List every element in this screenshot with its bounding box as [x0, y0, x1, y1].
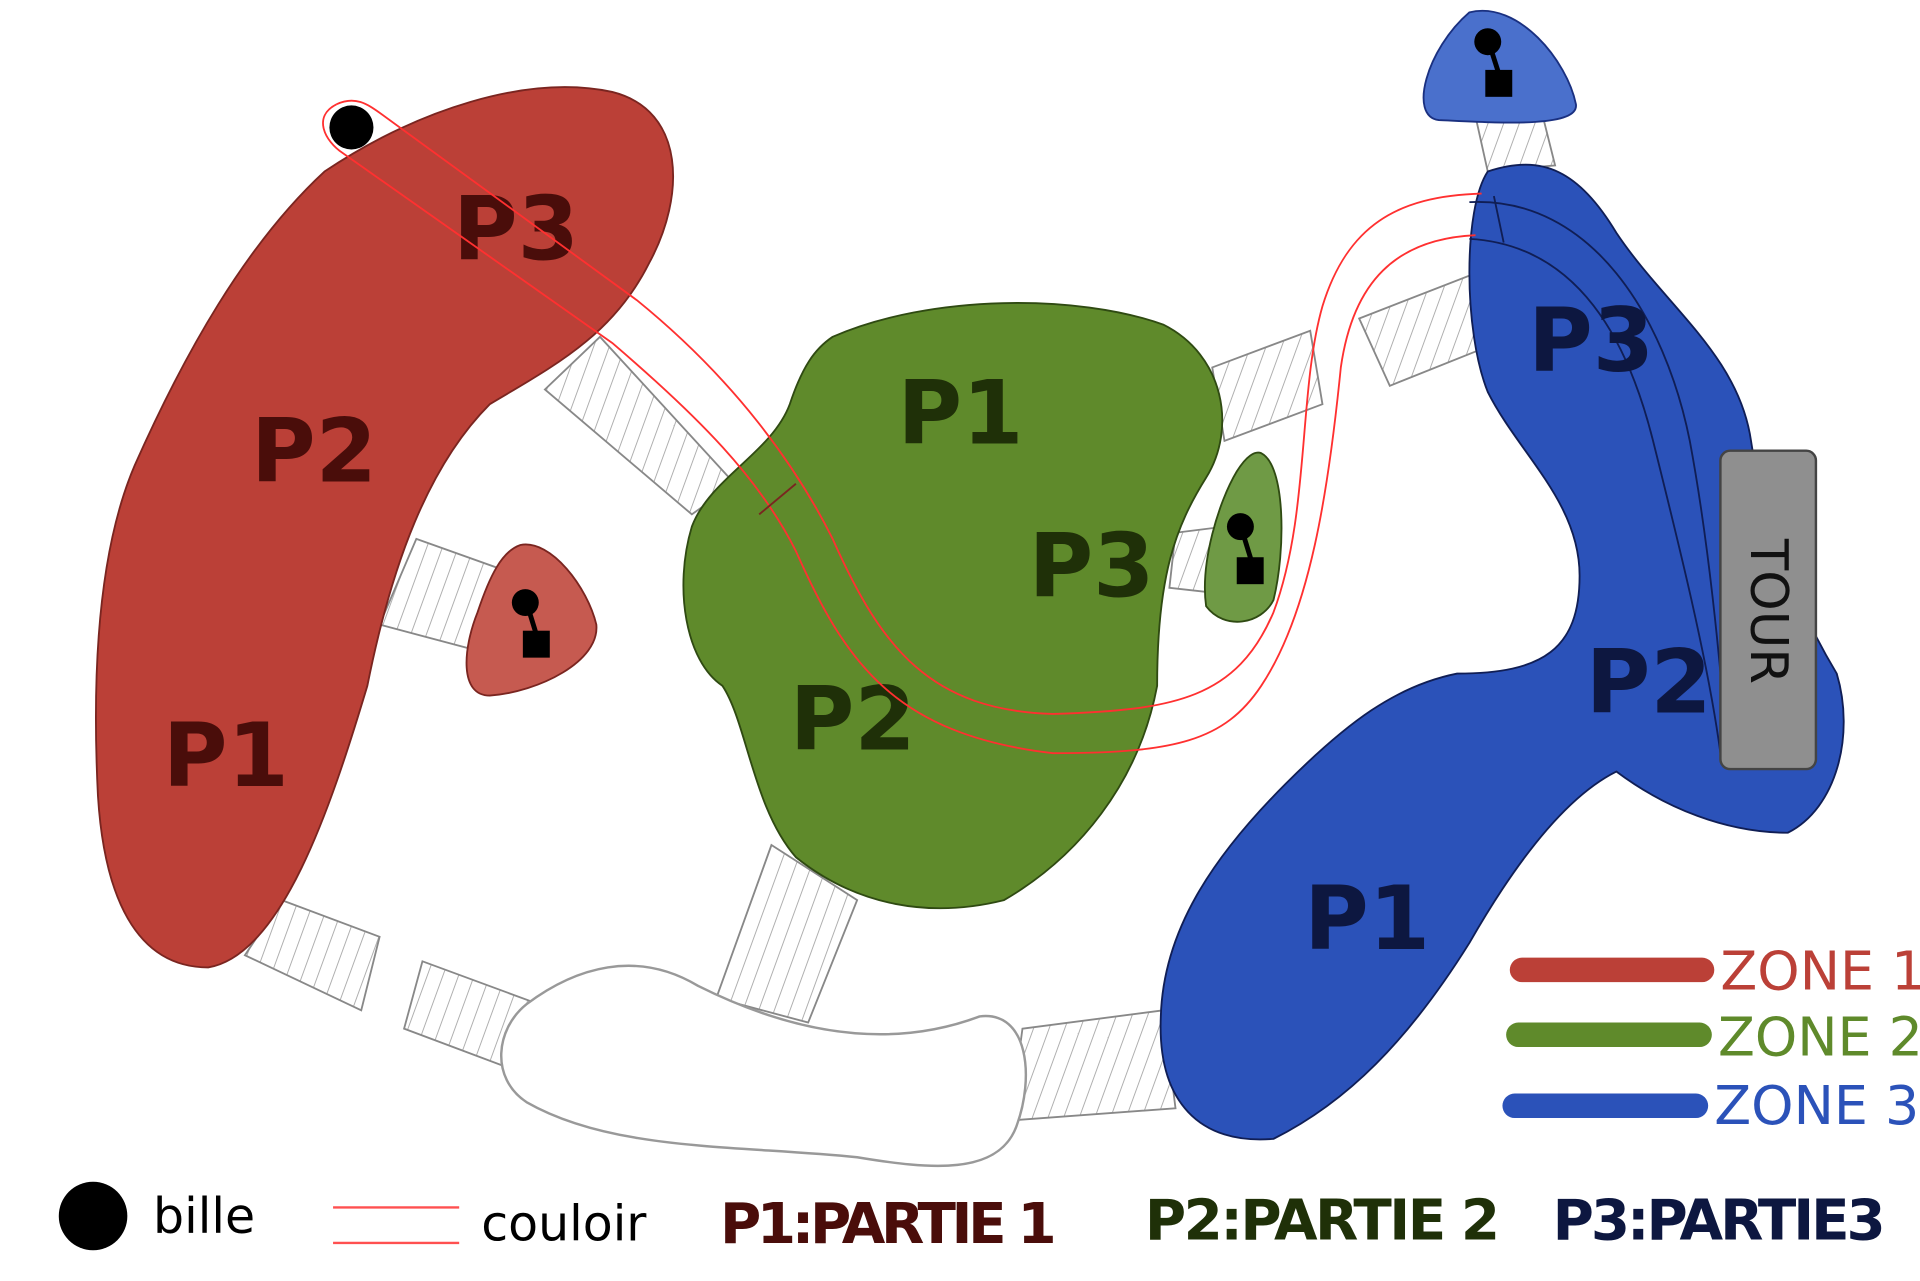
corridor-edge — [322, 103, 1476, 755]
zone-1-p2-label: P2 — [251, 399, 377, 502]
corridor-edge — [336, 99, 1482, 715]
zone-3: TOUR P3 P2 P1 — [1159, 9, 1845, 1141]
legend-p1-label: P1:PARTIE 1 — [720, 1192, 1057, 1257]
ball-icon — [58, 1181, 128, 1251]
zone-2-area — [682, 302, 1224, 910]
zone-3-p1-label: P1 — [1304, 867, 1430, 970]
zone-3-inner-line — [1469, 201, 1728, 748]
ball-icon — [329, 105, 374, 150]
zone-3-hub — [1422, 9, 1577, 124]
zone-1-p3-label: P3 — [453, 178, 579, 281]
tower-label: TOUR — [1738, 538, 1798, 684]
bridge — [1474, 115, 1557, 173]
neutral-zone — [500, 964, 1028, 1168]
legend-p2-label: P2:PARTIE 2 — [1145, 1188, 1500, 1253]
zone-1-area — [94, 86, 674, 969]
zone-3-p3-label: P3 — [1528, 289, 1654, 392]
tower — [1719, 449, 1818, 771]
zone-2: P1 P3 P2 — [682, 302, 1283, 910]
joystick-icon — [1474, 28, 1513, 97]
zone-3-inner-line — [1469, 237, 1722, 754]
legend-p3-label: P3:PARTIE3 — [1553, 1188, 1886, 1253]
legend-corridor-label: couloir — [481, 1196, 647, 1253]
zone-2-p1-label: P1 — [898, 361, 1024, 464]
corridor — [322, 99, 1505, 755]
zone-2-p2-label: P2 — [790, 667, 916, 770]
legend-ball-label: bille — [153, 1188, 255, 1245]
bridges — [243, 115, 1557, 1122]
bridge — [715, 843, 859, 1024]
zone-1: P3 P2 P1 — [94, 86, 674, 969]
joystick-icon — [511, 589, 550, 658]
zone-2-legend-label: ZONE 2 — [1718, 1006, 1920, 1069]
bridge — [1357, 274, 1483, 387]
zone-2-p3-label: P3 — [1029, 514, 1155, 617]
zone-1-legend-label: ZONE 1 — [1720, 939, 1920, 1002]
joystick-icon — [1226, 513, 1264, 585]
zone-3-legend-label: ZONE 3 — [1714, 1074, 1919, 1137]
corridor-gate — [1492, 195, 1505, 243]
zone-3-p2-label: P2 — [1586, 631, 1712, 734]
corridor-gate — [758, 483, 797, 516]
legend: bille couloir P1:PARTIE 1 P2:PARTIE 2 P3… — [58, 1181, 1886, 1257]
bridge — [1009, 1009, 1177, 1122]
zone-legend: ZONE 1 ZONE 2 ZONE 3 — [1502, 939, 1920, 1137]
zone-1-p1-label: P1 — [163, 704, 289, 807]
